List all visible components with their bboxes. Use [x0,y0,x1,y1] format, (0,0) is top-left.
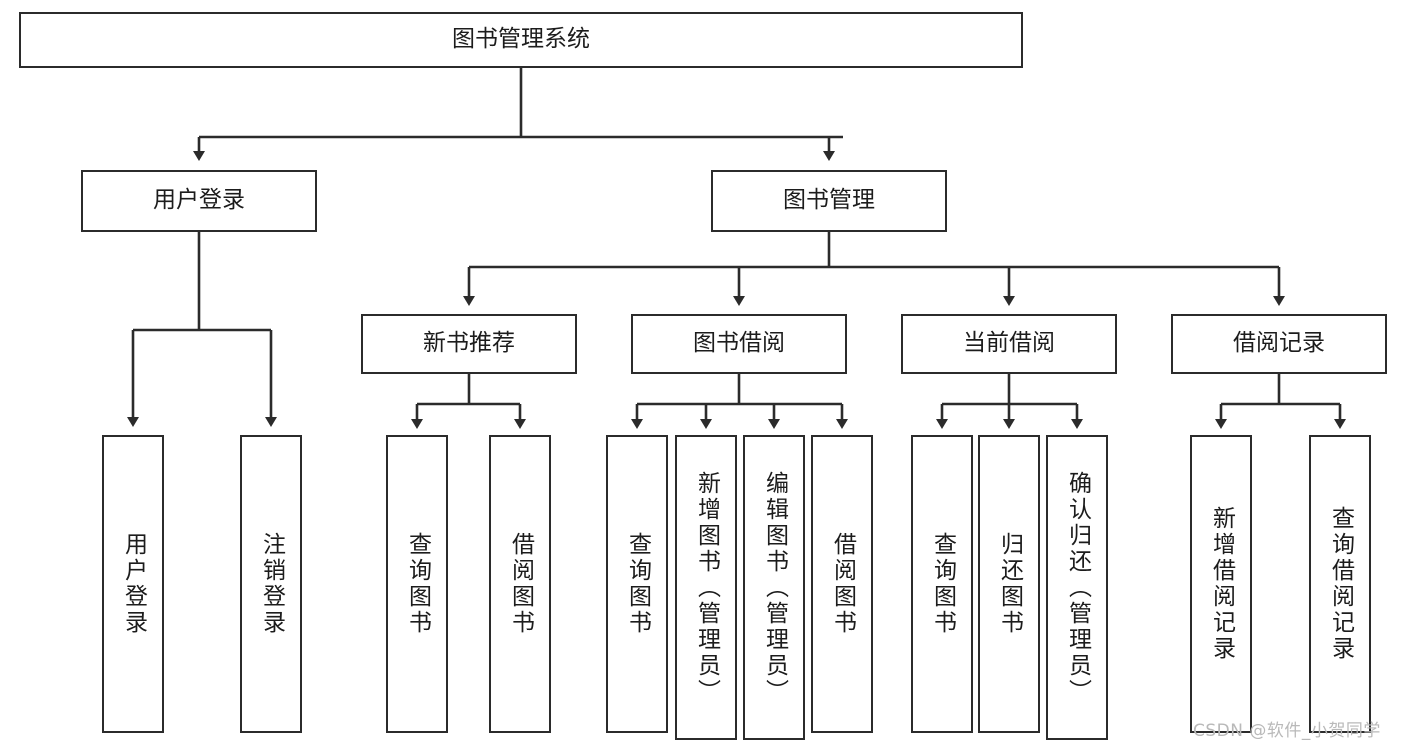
node-new-book-recommend[interactable]: 新书推荐 [361,314,577,374]
node-label: 注销登录 [258,532,285,636]
leaf-user-login[interactable]: 用户登录 [102,435,164,733]
leaf-borrow-book-borrow[interactable]: 借阅图书 [811,435,873,733]
node-label: 用户登录 [120,532,147,636]
node-borrow-record[interactable]: 借阅记录 [1171,314,1387,374]
node-label: 归还图书 [996,532,1023,636]
node-label: 借阅记录 [1233,330,1325,357]
node-book-management[interactable]: 图书管理 [711,170,947,232]
leaf-add-book-admin[interactable]: 新增图书（管理员） [675,435,737,740]
leaf-return-book[interactable]: 归还图书 [978,435,1040,733]
node-label: 新增图书（管理员） [693,470,720,705]
node-label: 当前借阅 [963,330,1055,357]
node-label: 用户登录 [153,187,245,214]
leaf-confirm-return-admin[interactable]: 确认归还（管理员） [1046,435,1108,740]
node-label: 查询图书 [624,532,651,636]
leaf-query-book-recommend[interactable]: 查询图书 [386,435,448,733]
node-label: 借阅图书 [507,532,534,636]
node-label: 图书借阅 [693,330,785,357]
node-book-borrow[interactable]: 图书借阅 [631,314,847,374]
node-label: 新书推荐 [423,330,515,357]
node-label: 查询图书 [929,532,956,636]
node-root-system[interactable]: 图书管理系统 [19,12,1023,68]
node-label: 确认归还（管理员） [1064,470,1091,705]
node-label: 新增借阅记录 [1208,506,1235,662]
leaf-query-book-borrow[interactable]: 查询图书 [606,435,668,733]
node-label: 编辑图书（管理员） [761,470,788,705]
leaf-query-book-current[interactable]: 查询图书 [911,435,973,733]
node-label: 查询图书 [404,532,431,636]
leaf-edit-book-admin[interactable]: 编辑图书（管理员） [743,435,805,740]
node-user-login[interactable]: 用户登录 [81,170,317,232]
node-current-borrow[interactable]: 当前借阅 [901,314,1117,374]
leaf-add-borrow-record[interactable]: 新增借阅记录 [1190,435,1252,733]
leaf-borrow-book-recommend[interactable]: 借阅图书 [489,435,551,733]
node-label: 查询借阅记录 [1327,506,1354,662]
leaf-query-borrow-record[interactable]: 查询借阅记录 [1309,435,1371,733]
leaf-logout[interactable]: 注销登录 [240,435,302,733]
node-label: 图书管理 [783,187,875,214]
node-label: 图书管理系统 [452,26,590,53]
node-label: 借阅图书 [829,532,856,636]
